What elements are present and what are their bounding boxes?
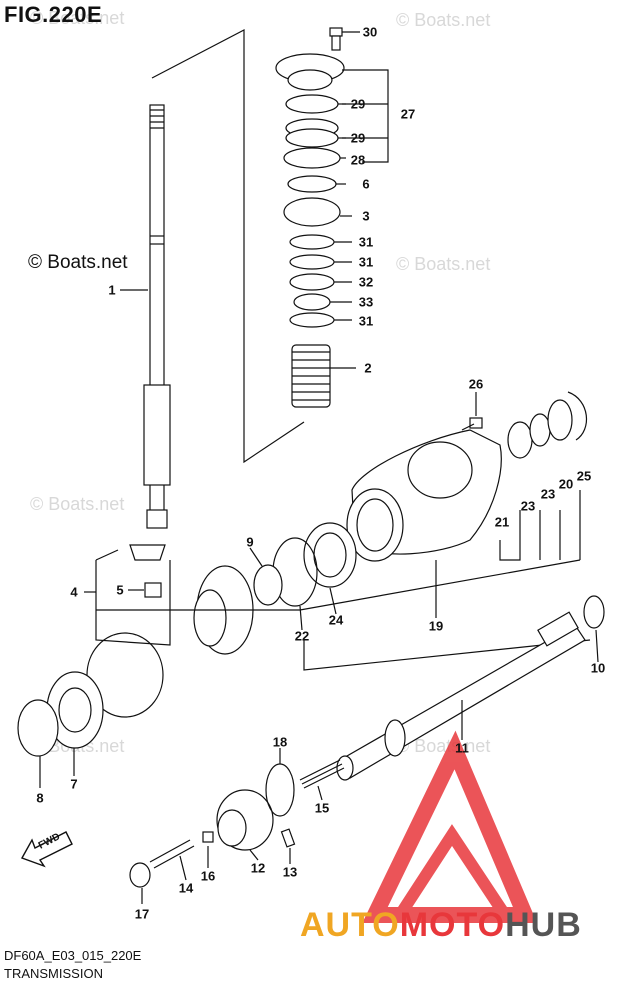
callout-21[interactable]: 21 [494, 514, 510, 530]
callout-1[interactable]: 1 [108, 282, 116, 298]
brand-part-auto: AUTO [300, 906, 400, 944]
callout-6[interactable]: 6 [362, 176, 370, 192]
callout-29[interactable]: 29 [350, 130, 366, 146]
callout-31[interactable]: 31 [358, 254, 374, 270]
copyright-notice: © Boats.net [28, 252, 128, 273]
callout-20[interactable]: 20 [558, 476, 574, 492]
callout-30[interactable]: 30 [362, 24, 378, 40]
brand-part-moto: MOTO [399, 906, 506, 944]
callout-8[interactable]: 8 [36, 790, 44, 806]
callout-23[interactable]: 23 [540, 486, 556, 502]
drawing-subtitle: TRANSMISSION [4, 966, 103, 981]
callout-27[interactable]: 27 [400, 106, 416, 122]
callout-10[interactable]: 10 [590, 660, 606, 676]
callout-18[interactable]: 18 [272, 734, 288, 750]
callout-12[interactable]: 12 [250, 860, 266, 876]
watermark: © Boats.net [396, 736, 491, 756]
watermark: © Boats.net [396, 254, 491, 274]
callout-2[interactable]: 2 [364, 360, 372, 376]
watermark: © Boats.net [30, 8, 125, 28]
forward-arrow-icon [20, 831, 73, 868]
brand-part-hub: HUB [505, 906, 582, 944]
figure-title: FIG.220E [4, 2, 103, 27]
callout-3[interactable]: 3 [362, 208, 370, 224]
group-bracket [151, 29, 305, 464]
callout-28[interactable]: 28 [350, 152, 366, 168]
callout-31[interactable]: 31 [358, 313, 374, 329]
callout-31[interactable]: 31 [358, 234, 374, 250]
callout-14[interactable]: 14 [178, 880, 194, 896]
callout-9[interactable]: 9 [246, 534, 254, 550]
callout-11[interactable]: 11 [455, 740, 469, 756]
callout-24[interactable]: 24 [328, 612, 344, 628]
callout-13[interactable]: 13 [282, 864, 298, 880]
callout-16[interactable]: 16 [200, 868, 216, 884]
callout-19[interactable]: 19 [428, 618, 444, 634]
callout-5[interactable]: 5 [116, 582, 124, 598]
drawing-code: DF60A_E03_015_220E [4, 948, 142, 963]
callout-4[interactable]: 4 [70, 584, 78, 600]
watermark: © Boats.net [30, 494, 125, 514]
callout-25[interactable]: 25 [576, 468, 592, 484]
brand-logo-mark [362, 730, 538, 923]
callout-17[interactable]: 17 [134, 906, 150, 922]
callout-22[interactable]: 22 [294, 628, 310, 644]
watermark: © Boats.net [396, 10, 491, 30]
brand-wordmark: AUTOMOTOHUB [300, 906, 582, 945]
callout-26[interactable]: 26 [468, 376, 484, 392]
callout-29[interactable]: 29 [350, 96, 366, 112]
callout-23[interactable]: 23 [520, 498, 536, 514]
callout-15[interactable]: 15 [314, 800, 330, 816]
callout-33[interactable]: 33 [358, 294, 374, 310]
callout-32[interactable]: 32 [358, 274, 374, 290]
callout-7[interactable]: 7 [70, 776, 78, 792]
